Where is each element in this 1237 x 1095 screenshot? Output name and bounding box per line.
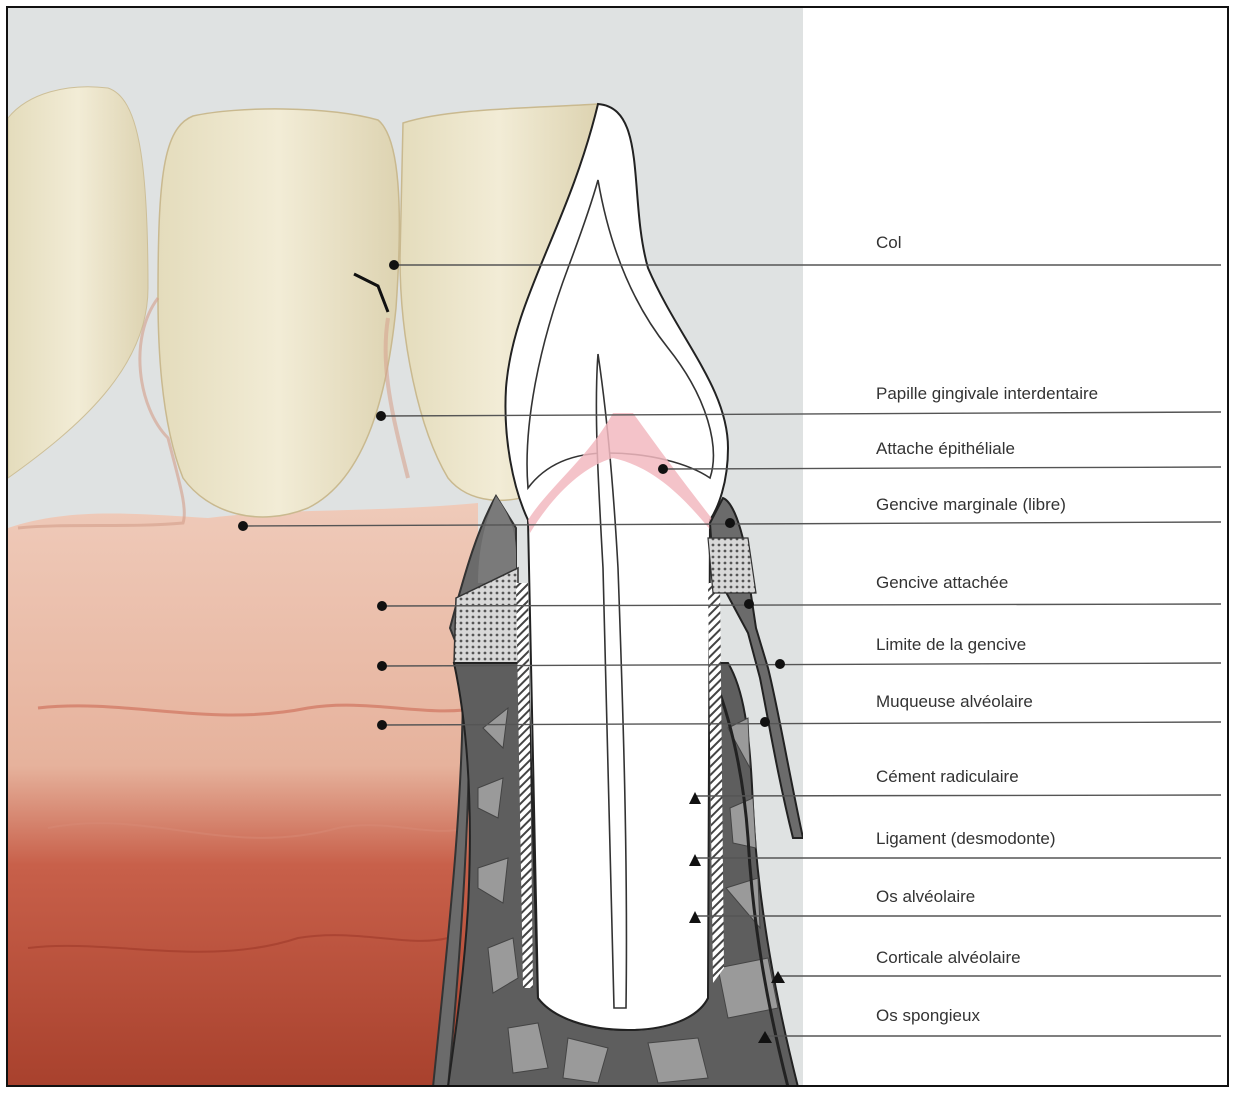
- label-attache-epitheliale: Attache épithéliale: [876, 439, 1015, 458]
- marker-gencive-marginale-lingual: [725, 518, 735, 528]
- label-os-spongieux: Os spongieux: [876, 1006, 980, 1025]
- marker-col: [389, 260, 399, 270]
- marker-gencive-marginale: [238, 521, 248, 531]
- label-corticale-alveolaire: Corticale alvéolaire: [876, 948, 1021, 967]
- label-muqueuse-alveolaire: Muqueuse alvéolaire: [876, 692, 1033, 711]
- marker-limite-lingual: [775, 659, 785, 669]
- marker-papille: [376, 411, 386, 421]
- marker-muqueuse: [377, 720, 387, 730]
- marker-attache: [658, 464, 668, 474]
- label-cement-radiculaire: Cément radiculaire: [876, 767, 1019, 786]
- label-papille-gingivale: Papille gingivale interdentaire: [876, 384, 1098, 403]
- label-col: Col: [876, 233, 902, 252]
- dental-anatomy-diagram: Col Papille gingivale interdentaire Atta…: [8, 8, 1229, 1087]
- label-os-alveolaire: Os alvéolaire: [876, 887, 975, 906]
- marker-gencive-attachee-lingual: [744, 599, 754, 609]
- label-ligament: Ligament (desmodonte): [876, 829, 1056, 848]
- label-gencive-attachee: Gencive attachée: [876, 573, 1008, 592]
- figure-frame: Col Papille gingivale interdentaire Atta…: [6, 6, 1229, 1087]
- label-limite-gencive: Limite de la gencive: [876, 635, 1026, 654]
- marker-muqueuse-lingual: [760, 717, 770, 727]
- marker-limite: [377, 661, 387, 671]
- label-gencive-marginale: Gencive marginale (libre): [876, 495, 1066, 514]
- marker-gencive-attachee: [377, 601, 387, 611]
